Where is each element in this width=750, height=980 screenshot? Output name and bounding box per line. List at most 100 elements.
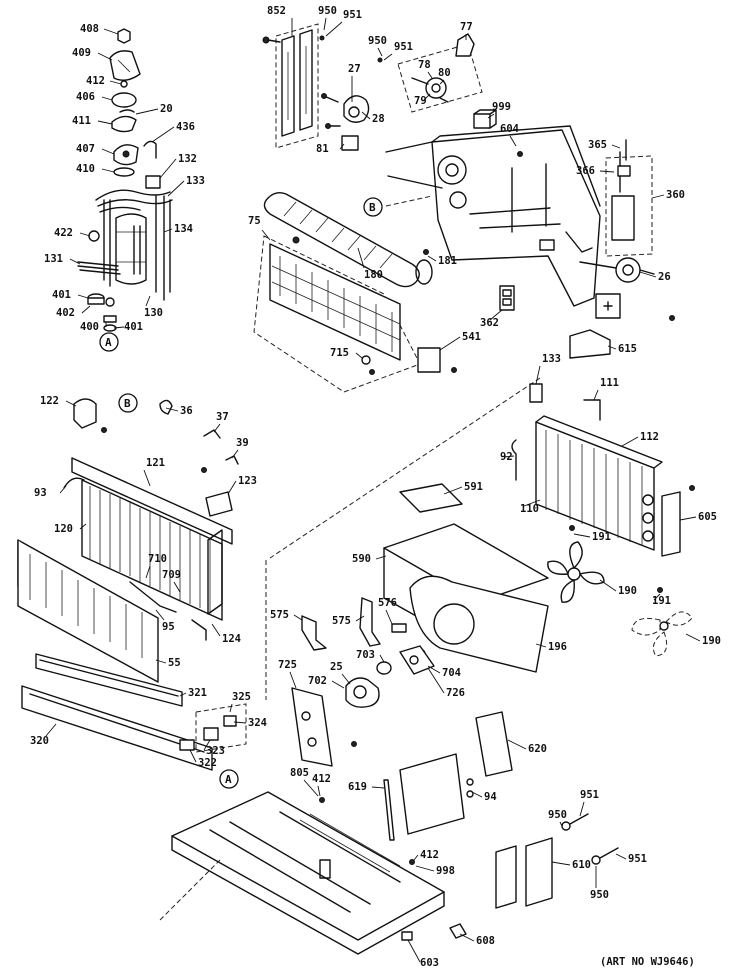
leader-line — [97, 120, 113, 125]
part-callout-590: 590 — [352, 553, 387, 565]
part-number-label: 409 — [72, 47, 91, 59]
part-callout-39: 39 — [231, 437, 249, 459]
part-callout-28: 28 — [361, 111, 385, 125]
leader-line — [323, 17, 327, 31]
leader-line — [459, 933, 475, 942]
part-callout-709: 709 — [162, 569, 181, 593]
part-callout-120: 120 — [54, 523, 87, 535]
fan-190 — [547, 525, 605, 603]
part-number-label: 181 — [438, 255, 457, 267]
leader-line — [535, 365, 541, 385]
part-callout-94: 94 — [471, 791, 497, 803]
part-callout-703: 703 — [356, 649, 385, 663]
leader-line — [261, 229, 271, 241]
leader-line — [155, 609, 165, 621]
leader-line — [165, 407, 179, 412]
part-number-label: 407 — [76, 143, 95, 155]
part-number-label: 709 — [162, 569, 181, 581]
switch-assembly — [397, 33, 483, 113]
leader-line — [331, 680, 345, 689]
part-callout-951: 951 — [325, 9, 362, 37]
leader-line — [599, 579, 617, 592]
part-callout-401: 401 — [52, 289, 89, 301]
part-number-label: 196 — [548, 641, 567, 653]
part-callout-407: 407 — [76, 143, 115, 155]
part-callout-323: 323 — [203, 739, 225, 757]
part-number-label: 366 — [576, 165, 595, 177]
leader-line — [143, 469, 151, 487]
leader-line — [173, 581, 181, 593]
part-number-label: 94 — [484, 791, 497, 803]
part-number-label: 130 — [144, 307, 163, 319]
leader-line — [79, 232, 91, 237]
part-number-label: 412 — [312, 773, 331, 785]
part-callout-408: 408 — [80, 23, 119, 35]
leader-line — [653, 593, 661, 601]
leader-line — [227, 480, 237, 495]
callout-B-top: B — [363, 197, 383, 217]
leader-line — [355, 352, 363, 359]
part-callout-412: 412 — [86, 75, 122, 87]
part-callout-575: 575 — [270, 609, 303, 621]
part-number-label: 20 — [160, 103, 173, 115]
leader-line — [69, 258, 81, 265]
leader-line — [77, 294, 89, 299]
leader-line — [103, 28, 119, 35]
part-callout-320: 320 — [30, 723, 57, 747]
part-number-label: 112 — [640, 431, 659, 443]
part-callout-852: 852 — [267, 5, 293, 36]
svg-text:B: B — [369, 201, 376, 214]
blower-wheel-180 — [263, 191, 433, 288]
part-number-label: 362 — [480, 317, 499, 329]
part-number-label: 951 — [343, 9, 362, 21]
part-number-label: 401 — [124, 321, 143, 333]
leader-line — [145, 295, 151, 307]
leader-line — [59, 485, 67, 494]
part-360-group — [605, 139, 653, 257]
condenser-coil-110 — [511, 383, 695, 557]
leader-line — [385, 609, 393, 625]
part-callout-27: 27 — [348, 63, 361, 102]
part-callout-93: 93 — [34, 485, 67, 499]
part-number-label: 95 — [162, 621, 175, 633]
part-number-label: 81 — [316, 143, 329, 155]
part-number-label: 950 — [368, 35, 387, 47]
part-615 — [569, 329, 611, 359]
part-callout-191: 191 — [652, 593, 671, 607]
leader-line — [97, 52, 113, 61]
part-number-label: 27 — [348, 63, 361, 75]
fan-motor-25 — [345, 645, 435, 708]
part-callout-576: 576 — [378, 597, 397, 625]
part-callout-402: 402 — [56, 305, 91, 319]
callout-A-bottom: A — [219, 769, 239, 789]
part-number-label: 401 — [52, 289, 71, 301]
leader-line — [179, 692, 187, 697]
part-callout-132: 132 — [159, 153, 197, 179]
part-callout-111: 111 — [593, 377, 619, 401]
part-number-label: 603 — [420, 957, 439, 969]
part-number-label: 951 — [628, 853, 647, 865]
leader-line — [151, 126, 175, 143]
part-callout-410: 410 — [76, 163, 115, 175]
front-small-parts — [73, 398, 239, 465]
part-callout-805: 805 — [290, 767, 319, 797]
part-callout-998: 998 — [415, 865, 455, 877]
leader-line — [559, 821, 563, 827]
part-callout-131: 131 — [44, 253, 81, 265]
leader-line — [443, 486, 463, 495]
leader-line — [211, 623, 221, 637]
part-callout-321: 321 — [179, 687, 207, 699]
part-callout-365: 365 — [588, 139, 621, 151]
part-number-label: 410 — [76, 163, 95, 175]
compressor-assembly — [77, 28, 173, 332]
part-callout-950: 950 — [368, 35, 387, 57]
part-callout-75: 75 — [248, 215, 271, 241]
part-callout-999: 999 — [487, 101, 511, 119]
part-callout-604: 604 — [500, 123, 519, 147]
leader-line — [135, 108, 159, 115]
part-number-label: 37 — [216, 411, 229, 423]
part-number-label: 365 — [588, 139, 607, 151]
part-number-label: 324 — [248, 717, 267, 729]
leader-line — [427, 255, 437, 262]
